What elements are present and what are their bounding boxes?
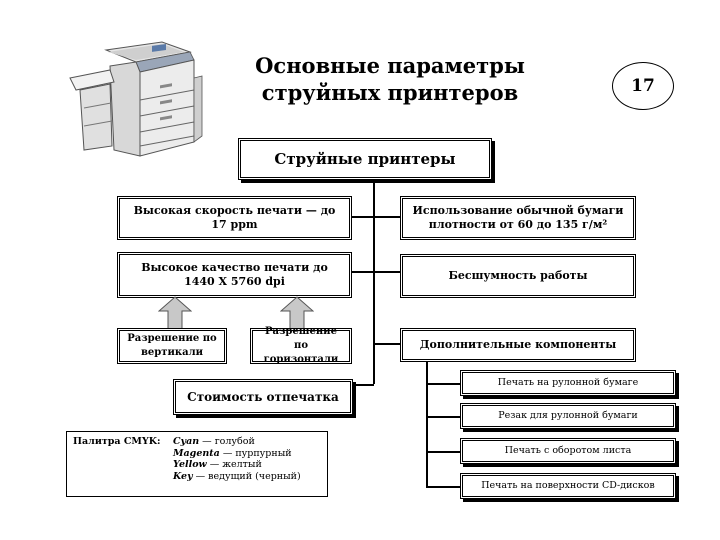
title-line-1: Основные параметры bbox=[255, 53, 525, 78]
connector-extras-2 bbox=[426, 416, 460, 418]
palette-item-desc: — ведущий (черный) bbox=[192, 470, 301, 482]
box-print-speed: Высокая скорость печати — до 17 ppm bbox=[117, 196, 352, 240]
title-line-2: струйных принтеров bbox=[261, 80, 519, 105]
palette-item-desc: — голубой bbox=[199, 436, 255, 447]
palette-item-cyan: Cyan — голубой bbox=[173, 436, 301, 448]
box-print-cost: Стоимость отпечатка bbox=[173, 379, 353, 415]
extras-item-cd-printing: Печать на поверхности CD-дисков bbox=[460, 473, 676, 499]
slide-title: Основные параметры струйных принтеров bbox=[230, 52, 550, 106]
connector-right-extras bbox=[374, 343, 400, 345]
palette-item-name: Cyan bbox=[173, 436, 200, 447]
slide-number-badge: 17 bbox=[612, 62, 674, 110]
connector-extras-1 bbox=[426, 383, 460, 385]
palette-item-magenta: Magenta — пурпурный bbox=[173, 448, 301, 460]
box-additional-components: Дополнительные компоненты bbox=[400, 328, 636, 362]
box-print-quality: Высокое качество печати до 1440 X 5760 d… bbox=[117, 252, 352, 298]
connector-main-trunk bbox=[373, 180, 375, 384]
printer-illustration bbox=[69, 41, 203, 157]
extras-item-roll-printing: Печать на рулонной бумаге bbox=[460, 370, 676, 396]
box-plain-paper: Использование обычной бумаги плотности о… bbox=[400, 196, 636, 240]
extras-item-roll-cutter: Резак для рулонной бумаги bbox=[460, 403, 676, 429]
connector-right-paper bbox=[374, 216, 400, 218]
box-silent-operation: Бесшумность работы bbox=[400, 254, 636, 298]
palette-item-name: Magenta bbox=[173, 447, 220, 459]
extras-item-duplex: Печать с оборотом листа bbox=[460, 438, 676, 464]
palette-list: Cyan — голубой Magenta — пурпурный Yello… bbox=[173, 436, 301, 482]
connector-extras-trunk bbox=[426, 361, 428, 487]
connector-left-cost bbox=[352, 384, 374, 386]
palette-item-name: Key bbox=[173, 470, 193, 482]
palette-item-desc: — пурпурный bbox=[219, 447, 292, 459]
main-box-inkjet-printers: Струйные принтеры bbox=[238, 138, 492, 180]
connector-left-speed bbox=[352, 216, 374, 218]
arrow-up-vertical-res bbox=[158, 296, 192, 330]
connector-extras-3 bbox=[426, 451, 460, 453]
palette-item-desc: — желтый bbox=[206, 459, 262, 470]
palette-item-key: Key — ведущий (черный) bbox=[173, 471, 301, 483]
box-horizontal-resolution: Разрешение по горизонтали bbox=[250, 326, 352, 365]
palette-item-yellow: Yellow — желтый bbox=[173, 459, 301, 471]
connector-extras-4 bbox=[426, 486, 460, 488]
connector-right-silent bbox=[374, 271, 400, 273]
box-vertical-resolution: Разрешение по вертикали bbox=[117, 328, 227, 364]
cmyk-palette-box: Палитра CMYK: Cyan — голубой Magenta — п… bbox=[66, 431, 328, 497]
palette-label: Палитра CMYK: bbox=[73, 436, 161, 447]
palette-item-name: Yellow bbox=[173, 459, 207, 470]
connector-left-quality bbox=[352, 271, 374, 273]
